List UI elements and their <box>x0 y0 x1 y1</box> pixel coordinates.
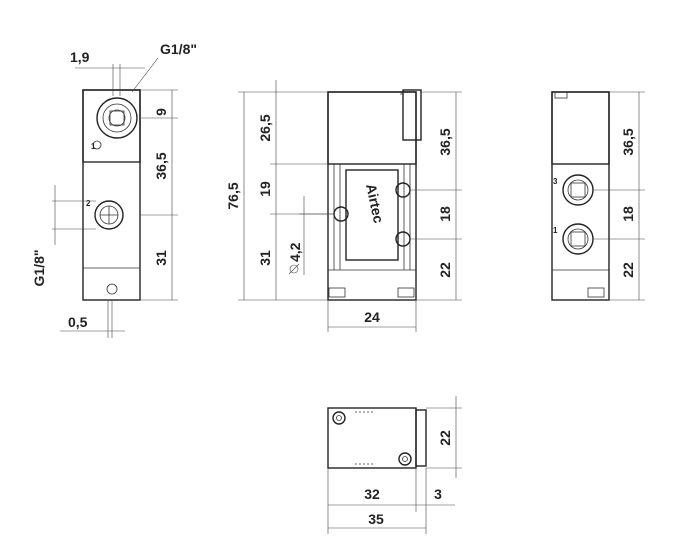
front-view-top-block <box>327 91 417 165</box>
front-coil <box>402 89 422 141</box>
front-right-mid-dim: 18 <box>437 206 453 222</box>
side-view-body <box>82 89 141 301</box>
side-fitting-outer <box>96 97 138 139</box>
side-bottom-dim: 31 <box>153 250 169 266</box>
back-bottom-dim: 22 <box>620 262 636 278</box>
front-total-dim: 76,5 <box>225 182 241 209</box>
bottom-upper-hole <box>332 411 346 425</box>
side-view-top-block <box>82 89 141 163</box>
back-upper-port <box>562 174 594 206</box>
front-width-dim: 24 <box>364 309 380 325</box>
back-mid-dim: 18 <box>620 206 636 222</box>
front-view: Airtec 76,5 26,5 19 31 4,2 36,5 18 22 <box>225 80 462 332</box>
side-offset-label: 0,5 <box>68 314 88 330</box>
diameter-symbol-icon <box>289 264 299 274</box>
bottom-height-dim: 22 <box>437 430 453 446</box>
side-mid-port <box>94 200 124 230</box>
side-thread-left-label: G1/8" <box>31 250 47 287</box>
side-top-dim: 9 <box>153 108 169 116</box>
back-lower-port <box>562 223 594 255</box>
side-small-port <box>92 140 102 150</box>
front-right-top-dim: 36,5 <box>437 128 453 155</box>
bottom-body-dim: 32 <box>364 486 380 502</box>
front-hole-dim: 4,2 <box>287 242 303 262</box>
bottom-lower-hole <box>398 452 412 466</box>
side-bottom-hole <box>106 283 118 295</box>
bottom-extra-dim: 3 <box>434 486 442 502</box>
back-lower-port-label: 1 <box>553 226 558 235</box>
back-view-top-block <box>551 91 610 165</box>
front-mid-dim: 19 <box>257 181 273 197</box>
bottom-total-dim: 35 <box>368 511 384 527</box>
front-brand-label: Airtec <box>363 182 387 224</box>
side-mid-dim: 36,5 <box>153 152 169 179</box>
front-label-plate <box>345 169 399 261</box>
front-top-dim: 26,5 <box>257 114 273 141</box>
back-top-dim: 36,5 <box>620 128 636 155</box>
back-view: 3 1 36,5 18 22 <box>551 91 645 301</box>
back-upper-port-label: 3 <box>553 177 558 186</box>
side-fitting-inner <box>102 103 132 133</box>
bottom-view-coil <box>415 409 427 467</box>
front-right-bottom-dim: 22 <box>437 262 453 278</box>
side-thread-top-label: G1/8" <box>160 41 197 57</box>
back-view-body <box>551 91 610 301</box>
bottom-view: 22 32 3 35 <box>327 396 462 534</box>
side-port-height-label: 1,9 <box>70 49 90 65</box>
side-view: 1 2 1,9 G1/8" 9 36,5 31 G1/8" 0,5 <box>31 41 197 338</box>
side-mid-port-label: 2 <box>86 199 91 208</box>
side-small-port-label: 1 <box>91 142 96 151</box>
front-bottom-dim: 31 <box>257 250 273 266</box>
